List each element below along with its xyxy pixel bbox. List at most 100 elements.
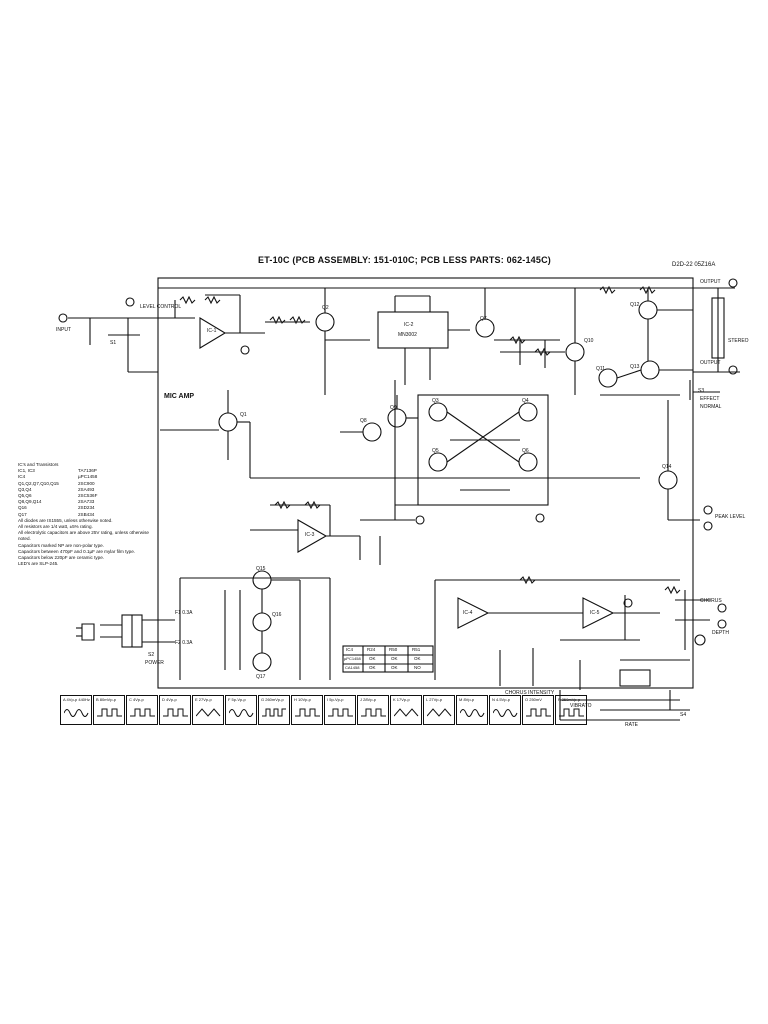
q6-label: Q6 [522, 448, 529, 454]
waveform-box: A 4Vp-p 440Hz [60, 695, 92, 725]
q16-label: Q16 [272, 612, 282, 618]
q10-label: Q10 [584, 338, 594, 344]
q3-label: Q3 [432, 398, 439, 404]
note-bullet: Capacitors between 470pF and 0.1µF are m… [18, 548, 136, 554]
ic-table-header-0: IC4 [346, 647, 354, 652]
ic-table-cell: OK [414, 656, 421, 661]
q17-label: Q17 [256, 674, 266, 680]
chorus-intensity-label: CHORUS INTENSITY [505, 690, 555, 696]
s3-label: S3 [698, 388, 705, 394]
q4-label: Q4 [522, 398, 529, 404]
fuse1-label: F1 0.3A [175, 610, 193, 616]
vibrato-label: VIBRATO [570, 703, 592, 709]
note-bullet: All resistors are 1/4 watt, ±5% rating. [18, 524, 93, 530]
q7-label: Q7 [480, 316, 487, 322]
waveform-box: H 10Vp-p [291, 695, 323, 725]
fuse2-label: F2 0.3A [175, 640, 193, 646]
ic-table-cell: µPC1458 [344, 656, 361, 661]
ic2-part-label: MN3002 [398, 332, 417, 338]
q14-transistor [658, 470, 678, 490]
ic4-label: IC-4 [463, 610, 473, 616]
waveform-box: L 27Vp-p [423, 695, 455, 725]
power-plug [81, 623, 95, 641]
note-bullet: All diodes are IS1555, unless otherwise … [18, 517, 113, 523]
q2-label: Q2 [322, 305, 329, 311]
input-label: INPUT [56, 327, 71, 333]
document-number: D2D-22 05Z16A [672, 262, 716, 268]
depth-label: DEPTH [712, 630, 729, 636]
waveform-box: F 5p-Vp-p [225, 695, 257, 725]
normal-label: NORMAL [700, 404, 722, 410]
chorus-label: CHORUS [700, 598, 722, 604]
rate-label: RATE [625, 722, 638, 728]
ic2-label: IC-2 [404, 322, 414, 328]
ic-table-header-2: R50 [389, 647, 398, 652]
effect-label: EFFECT [700, 396, 720, 402]
ic-table-header-3: R51 [412, 647, 421, 652]
q5-transistor [428, 452, 448, 472]
note-bullet: Capacitors below 220pF are ceramic type. [18, 555, 105, 561]
ic-table-cell: OK [369, 656, 376, 661]
ic1-opamp [199, 317, 227, 349]
s1-label: S1 [110, 340, 117, 346]
ic5-label: IC-5 [590, 610, 600, 616]
waveform-box: K 17Vp-p [390, 695, 422, 725]
level-control-label: LEVEL CONTROL [140, 304, 182, 310]
mic-amp-label: MIC AMP [164, 393, 195, 400]
power-label: POWER [145, 660, 164, 666]
ic-table-cell: OK [391, 656, 398, 661]
pcb-outline [157, 277, 694, 689]
waveform-box: D 4Vp-p [159, 695, 191, 725]
q15-label: Q15 [256, 566, 266, 572]
waveform-box: J 28Vp-p [357, 695, 389, 725]
q12-label: Q12 [630, 302, 640, 308]
ic3-opamp [297, 519, 328, 553]
ic1-label: IC-1 [207, 328, 217, 334]
q13-transistor [640, 360, 660, 380]
q1-label: Q1 [240, 412, 247, 418]
ic4-opamp [457, 597, 490, 629]
waveform-strip: A 4Vp-p 440Hz B 80mVp-p C 4Vp-p D 4Vp-p … [60, 695, 588, 725]
waveform-box: M 8Vp-p [456, 695, 488, 725]
waveform-box: O 250mV [522, 695, 554, 725]
q16-transistor [252, 612, 272, 632]
waveform-box: B 80mVp-p [93, 695, 125, 725]
ic-table-cell: OK [369, 665, 376, 670]
ic-table-cell: OK [391, 665, 398, 670]
schematic-title: ET-10C (PCB ASSEMBLY: 151-010C; PCB LESS… [258, 255, 551, 265]
q10-transistor [565, 342, 585, 362]
ic2-bbd [377, 311, 449, 349]
s4-label: S4 [680, 712, 687, 718]
note-bullet: Capacitors marked NP are non-polar type. [18, 542, 104, 548]
waveform-box: C 4Vp-p [126, 695, 158, 725]
peak-led [703, 505, 713, 515]
q13-label: Q13 [630, 364, 640, 370]
peak-level-label: PEAK LEVEL [715, 514, 746, 520]
note-bullet: All electrolytic capacitors are above 25… [18, 530, 149, 542]
waveform-box: E 27Vp-p [192, 695, 224, 725]
q8-label: Q8 [360, 418, 367, 424]
s2-label: S2 [148, 652, 155, 658]
q15-transistor [252, 570, 272, 590]
ic3-label: IC-3 [305, 532, 315, 538]
q9-transistor [387, 408, 407, 428]
output-top-label: OUTPUT [700, 279, 721, 285]
waveform-box: I 5p-Vp-p [324, 695, 356, 725]
q12-transistor [638, 300, 658, 320]
q5-label: Q5 [432, 448, 439, 454]
ic-table-cell: NO [414, 665, 421, 670]
q1-transistor [218, 412, 238, 432]
q8-transistor [362, 422, 382, 442]
stereo-jack [711, 297, 725, 359]
waveform-box: G 260mVp-p [258, 695, 290, 725]
waveform-box: N 4.5Vp-p [489, 695, 521, 725]
waveform-box: P 350mVp-p [555, 695, 587, 725]
